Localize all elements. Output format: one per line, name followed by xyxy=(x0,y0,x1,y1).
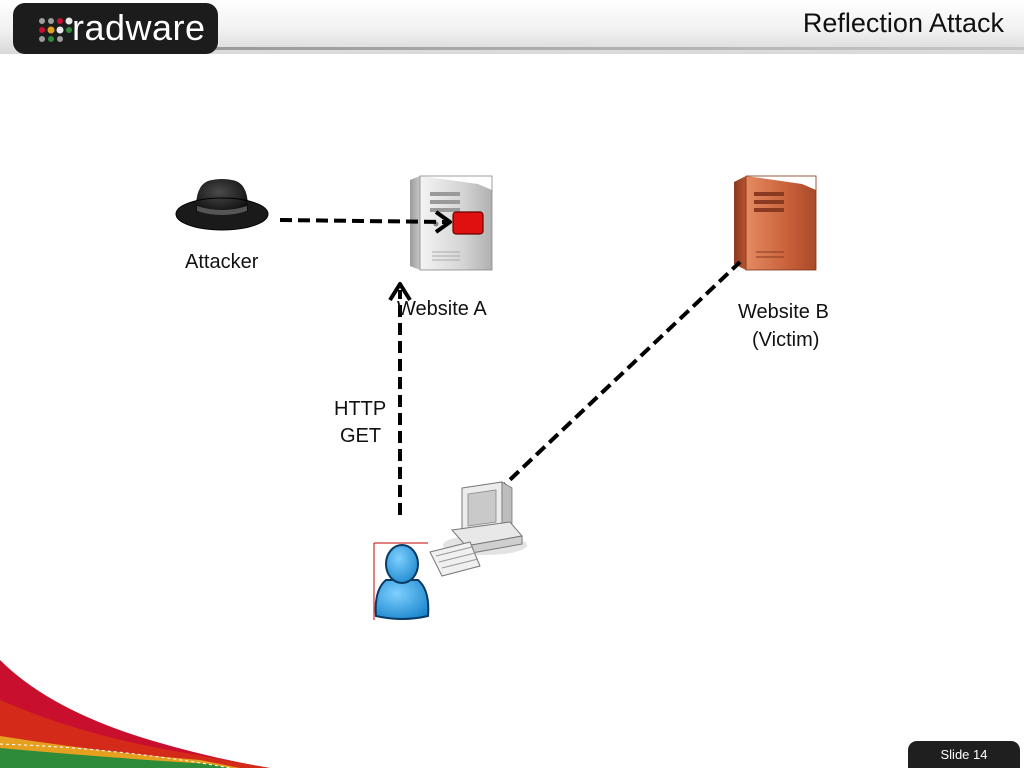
slide-title: Reflection Attack xyxy=(802,8,1004,38)
logo-dots-icon xyxy=(39,17,73,42)
website-b-label: Website B xyxy=(738,301,829,323)
slide-number-box: Slide 14 xyxy=(908,741,1020,768)
computer-to-website-b-line xyxy=(495,260,742,494)
header-divider xyxy=(215,47,1024,50)
website-b-server-icon xyxy=(734,175,817,271)
injected-payload-icon xyxy=(452,211,484,235)
http-get-arrow xyxy=(388,282,412,515)
user-icon xyxy=(373,542,430,620)
victim-label: (Victim) xyxy=(752,329,820,351)
footer-wave-decoration xyxy=(0,660,270,768)
computer-icon xyxy=(429,481,527,577)
get-label: GET xyxy=(340,425,382,447)
logo-text: radware xyxy=(72,7,206,48)
attacker-label: Attacker xyxy=(185,251,259,273)
attacker-to-website-a-arrow xyxy=(279,210,452,234)
radware-logo xyxy=(13,3,218,54)
http-label: HTTP xyxy=(334,398,387,420)
attacker-hat-icon xyxy=(175,179,269,231)
website-a-label: Website A xyxy=(397,298,487,320)
slide-number: Slide 14 xyxy=(940,747,988,762)
